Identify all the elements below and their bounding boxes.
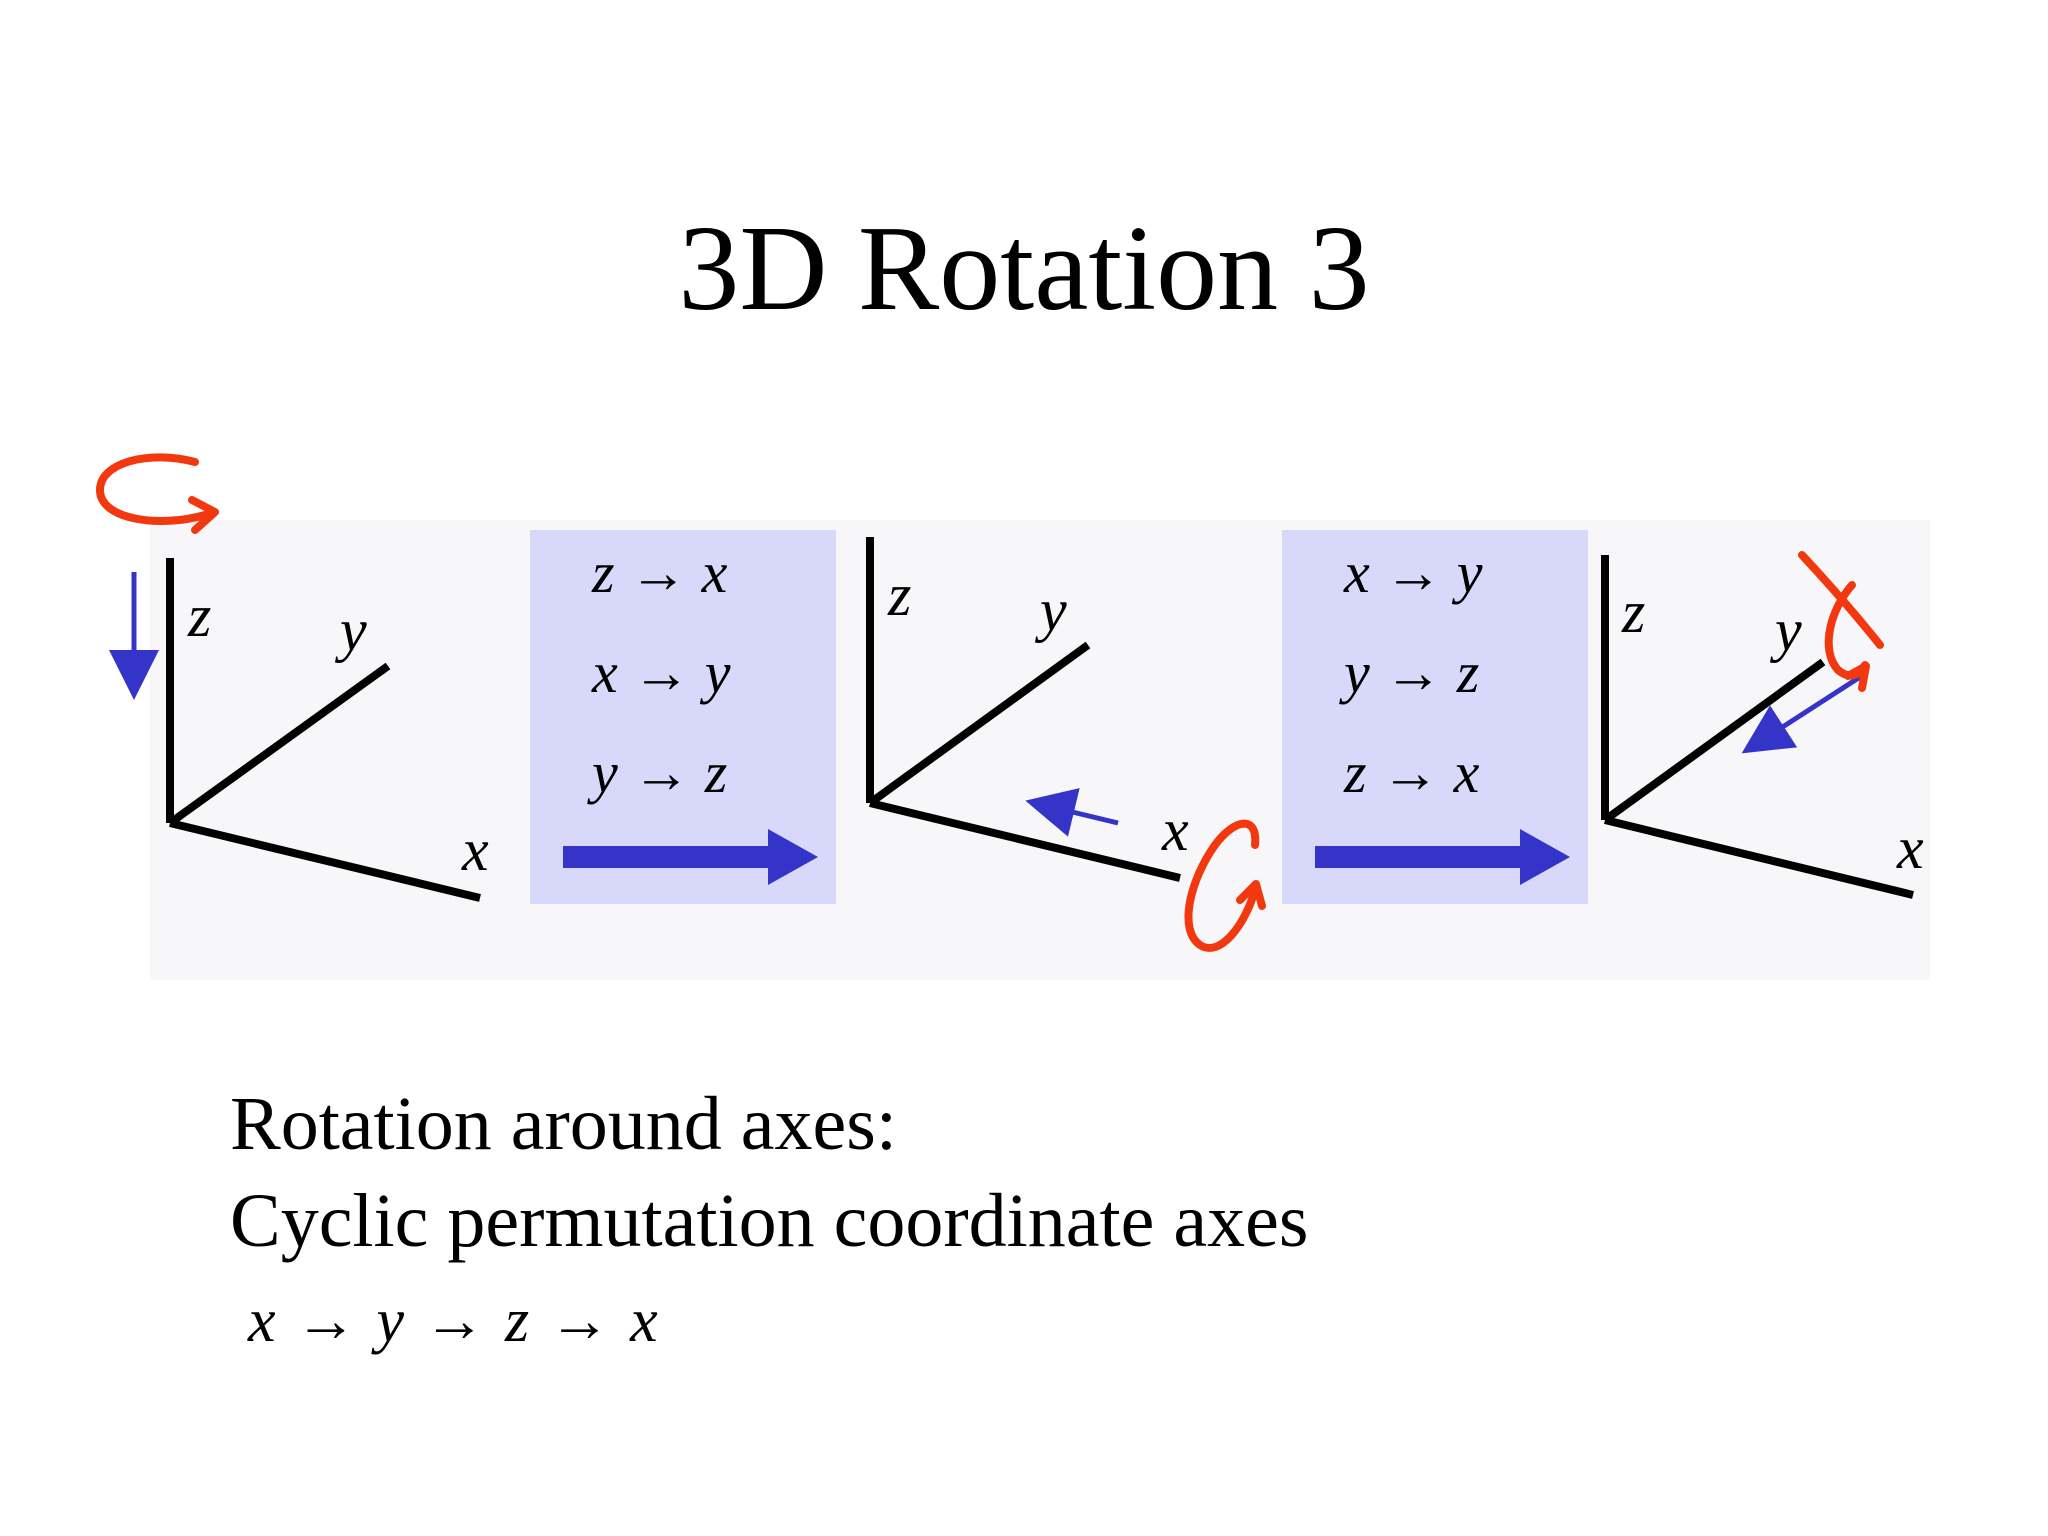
caption-cyclic-permutation: Cyclic permutation coordinate axes [230,1179,1309,1263]
z-axis-label: z [187,583,211,649]
blue-direction-arrow [1741,674,1862,754]
rotation-arrow-icon [1184,819,1260,952]
mapping-line-1: z → x [591,540,728,605]
mapping-line-2: x → y [591,640,731,705]
transform-arrow-icon [1315,829,1570,885]
axes-frame-1: z y x [95,453,489,902]
y-axis-line [867,641,1091,807]
rotation-arrowhead-icon [188,496,219,534]
y-axis-label: y [334,597,367,663]
x-axis-label: x [461,817,489,883]
y-axis-label: y [1769,597,1802,663]
z-axis-label: z [1621,579,1645,645]
x-axis-line [869,799,1181,882]
x-axis-line [1604,816,1914,899]
axes-frame-2: z y x [866,537,1266,952]
blue-direction-arrow [1025,788,1119,837]
mapping-box-2: x → y y → z z → x [1282,530,1588,904]
z-axis-label: z [887,562,911,628]
mapping-line-2: y → z [1339,640,1479,705]
cyclic-permutation-formula: x → y → z → x [248,1287,660,1355]
x-axis-label: x [1161,797,1189,863]
rotation-arrowhead-icon [1236,880,1266,910]
rotation-arrow-icon [95,453,209,525]
diagram-background [150,520,1930,980]
y-axis-label: y [1034,577,1067,643]
x-axis-label: x [1896,815,1924,881]
slide-title: 3D Rotation 3 [678,201,1370,336]
y-axis-line [1602,658,1826,824]
axes-frame-3: z y x [1601,551,1924,899]
mapping-box-1: z → x x → y y → z [530,530,836,904]
transform-arrow-icon [563,829,818,885]
mapping-line-1: x → y [1343,540,1483,605]
y-axis-line [167,662,391,827]
mapping-line-3: y → z [587,740,727,805]
rotation-arrowhead-icon [1844,662,1870,692]
mapping-line-3: z → x [1343,740,1480,805]
x-axis-line [169,819,481,902]
caption-rotation-around-axes: Rotation around axes: [230,1082,897,1166]
